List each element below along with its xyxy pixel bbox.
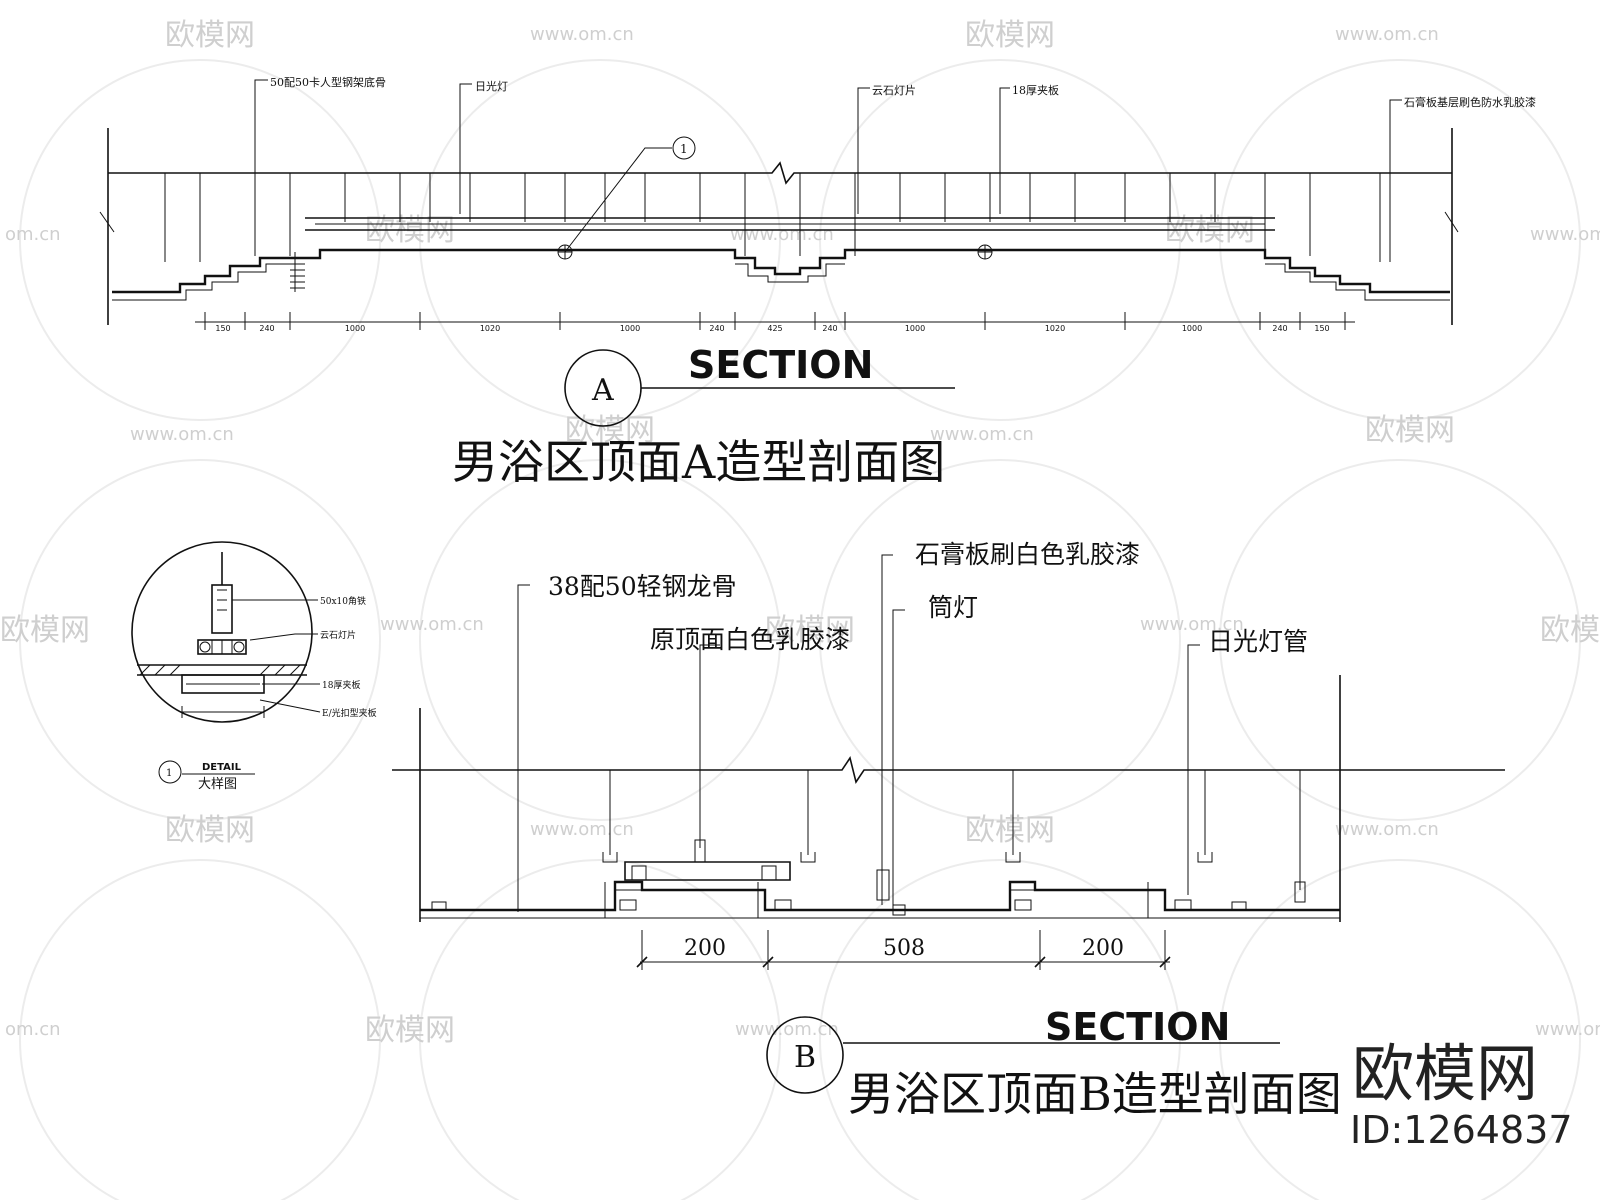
section-b-dimension: 200 <box>684 936 726 961</box>
section-b-callout-downlight: 筒灯 <box>928 593 978 622</box>
section-b-heading: SECTION <box>1045 1005 1230 1049</box>
watermark-url: www.om.cn <box>1535 1019 1600 1040</box>
section-a-callout-5: 石膏板基层刷色防水乳胶漆 <box>1404 95 1536 109</box>
watermark-url: www.om.cn <box>380 614 484 635</box>
watermark-brand: 欧模网 <box>0 613 90 648</box>
watermark-url: www.om.cn <box>930 424 1034 445</box>
watermark-brand: 欧模网 <box>365 1013 455 1048</box>
section-a-heading: SECTION <box>688 343 873 387</box>
watermark-url: om.cn <box>5 224 61 245</box>
watermark-brand: 欧模网 <box>965 18 1055 53</box>
dimension-label: 1000 <box>905 324 925 333</box>
watermark-url: www.om.cn <box>1140 614 1244 635</box>
section-a-title: 男浴区顶面A造型剖面图 <box>452 435 945 489</box>
dimension-label: 240 <box>1272 324 1287 333</box>
section-a-dimensions: 150 240 1000 1020 1000 240 425 240 1000 … <box>215 324 1329 333</box>
dimension-label: 240 <box>259 324 274 333</box>
section-b-bubble-letter: B <box>794 1040 816 1075</box>
watermark-url: www.om.cn <box>130 424 234 445</box>
section-a: 1 50配50卡人型钢架底骨 日光灯 云石灯片 18厚夹板 石膏板基层刷色防水乳… <box>99 75 1536 489</box>
dimension-label: 1000 <box>345 324 365 333</box>
watermark-url: www.om.cn <box>1335 819 1439 840</box>
section-b-callout-tube: 日光灯管 <box>1208 627 1308 656</box>
section-a-callout-3: 云石灯片 <box>872 84 916 97</box>
section-a-bubble-letter: A <box>591 373 614 408</box>
watermark-brand: 欧模网 <box>965 813 1055 848</box>
watermark-url: www.om.cn <box>1530 224 1600 245</box>
section-b-callout-original: 原顶面白色乳胶漆 <box>650 625 850 654</box>
brand-stamp-id: ID:1264837 <box>1350 1108 1573 1152</box>
section-b-callout-keel: 38配50轻钢龙骨 <box>548 572 737 601</box>
section-b-bubble <box>766 1016 844 1094</box>
detail-title: 大样图 <box>198 777 237 792</box>
dimension-label: 150 <box>1314 324 1329 333</box>
dimension-label: 1020 <box>1045 324 1065 333</box>
brand-stamp-name: 欧模网 <box>1352 1037 1538 1110</box>
dimension-label: 1020 <box>480 324 500 333</box>
detail-callout-3: 18厚夹板 <box>322 679 360 691</box>
detail-callout-1: 50x10角铁 <box>320 595 366 607</box>
watermark-brand: 欧模网 <box>1540 613 1600 648</box>
section-a-detail-marker: 1 <box>680 142 688 156</box>
section-b-dimension: 508 <box>883 936 925 961</box>
detail-drawing: 50x10角铁 云石灯片 18厚夹板 E/光扣型夹板 1 DETAIL 大样图 <box>131 541 377 792</box>
brand-stamp: 欧模网 ID:1264837 <box>1350 1037 1573 1152</box>
watermark-url: www.om.cn <box>735 1019 839 1040</box>
detail-callout-2: 云石灯片 <box>320 629 356 641</box>
detail-marker: 1 <box>166 768 172 779</box>
section-b: 38配50轻钢龙骨 石膏板刷白色乳胶漆 筒灯 原顶面白色乳胶漆 日光灯管 200… <box>392 540 1505 1121</box>
section-a-callout-1: 50配50卡人型钢架底骨 <box>270 75 386 89</box>
watermark-brand: 欧模网 <box>765 613 855 648</box>
watermark-url: www.om.cn <box>530 24 634 45</box>
section-b-title: 男浴区顶面B造型剖面图 <box>848 1067 1342 1121</box>
dimension-label: 425 <box>767 324 782 333</box>
watermark-url: www.om.cn <box>730 224 834 245</box>
detail-callout-4: E/光扣型夹板 <box>322 707 377 719</box>
watermark-url: www.om.cn <box>1335 24 1439 45</box>
watermark-url: www.om.cn <box>530 819 634 840</box>
dimension-label: 1000 <box>620 324 640 333</box>
section-b-callout-gypsum: 石膏板刷白色乳胶漆 <box>915 540 1140 569</box>
dimension-label: 240 <box>822 324 837 333</box>
watermark-layer: 欧模网 www.om.cn 欧模网 www.om.cn om.cn 欧模网 ww… <box>0 18 1600 1200</box>
section-b-dimension: 200 <box>1082 936 1124 961</box>
watermark-brand: 欧模网 <box>1365 413 1455 448</box>
section-a-callout-4: 18厚夹板 <box>1012 83 1059 97</box>
watermark-url: om.cn <box>5 1019 61 1040</box>
detail-heading: DETAIL <box>202 762 242 773</box>
watermark-brand: 欧模网 <box>165 18 255 53</box>
dimension-label: 240 <box>709 324 724 333</box>
dimension-label: 150 <box>215 324 230 333</box>
watermark-brand: 欧模网 <box>165 813 255 848</box>
section-a-callout-2: 日光灯 <box>475 79 508 93</box>
dimension-label: 1000 <box>1182 324 1202 333</box>
